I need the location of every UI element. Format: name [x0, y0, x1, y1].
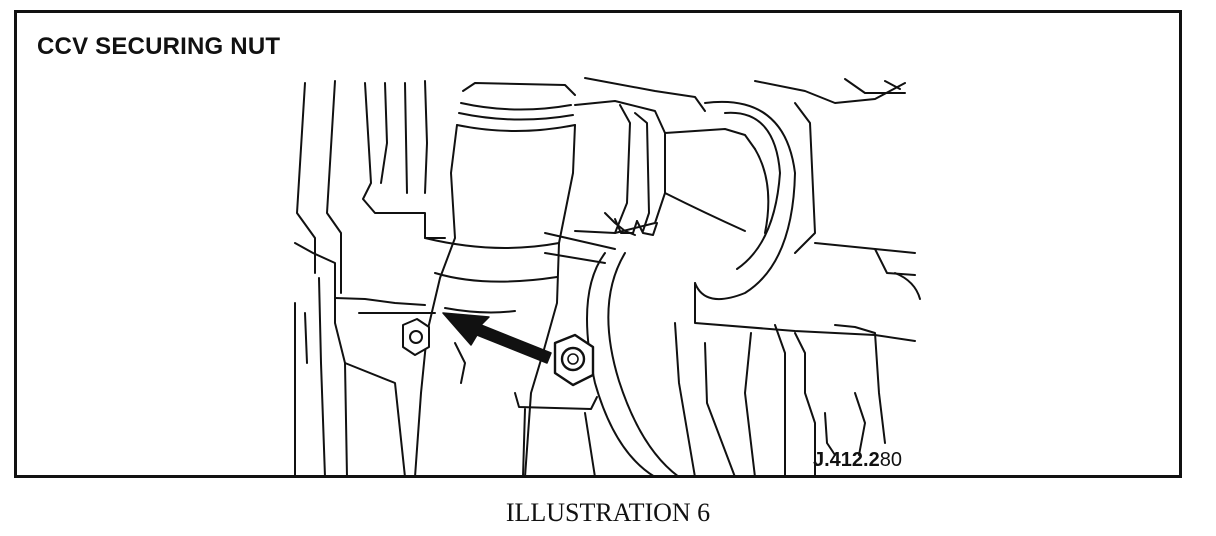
technical-drawing — [294, 77, 921, 477]
illustration-caption: ILLUSTRATION 6 — [505, 498, 711, 527]
arrow-icon — [442, 312, 552, 364]
figure-reference-main: J.412.2 — [813, 449, 880, 471]
securing-nut — [553, 333, 595, 387]
illustration-frame: CCV SECURING NUT — [14, 10, 1182, 478]
figure-reference: J.412.280 — [813, 449, 902, 472]
panel-title: CCV SECURING NUT — [37, 33, 281, 60]
figure-reference-suffix: 80 — [879, 449, 902, 471]
